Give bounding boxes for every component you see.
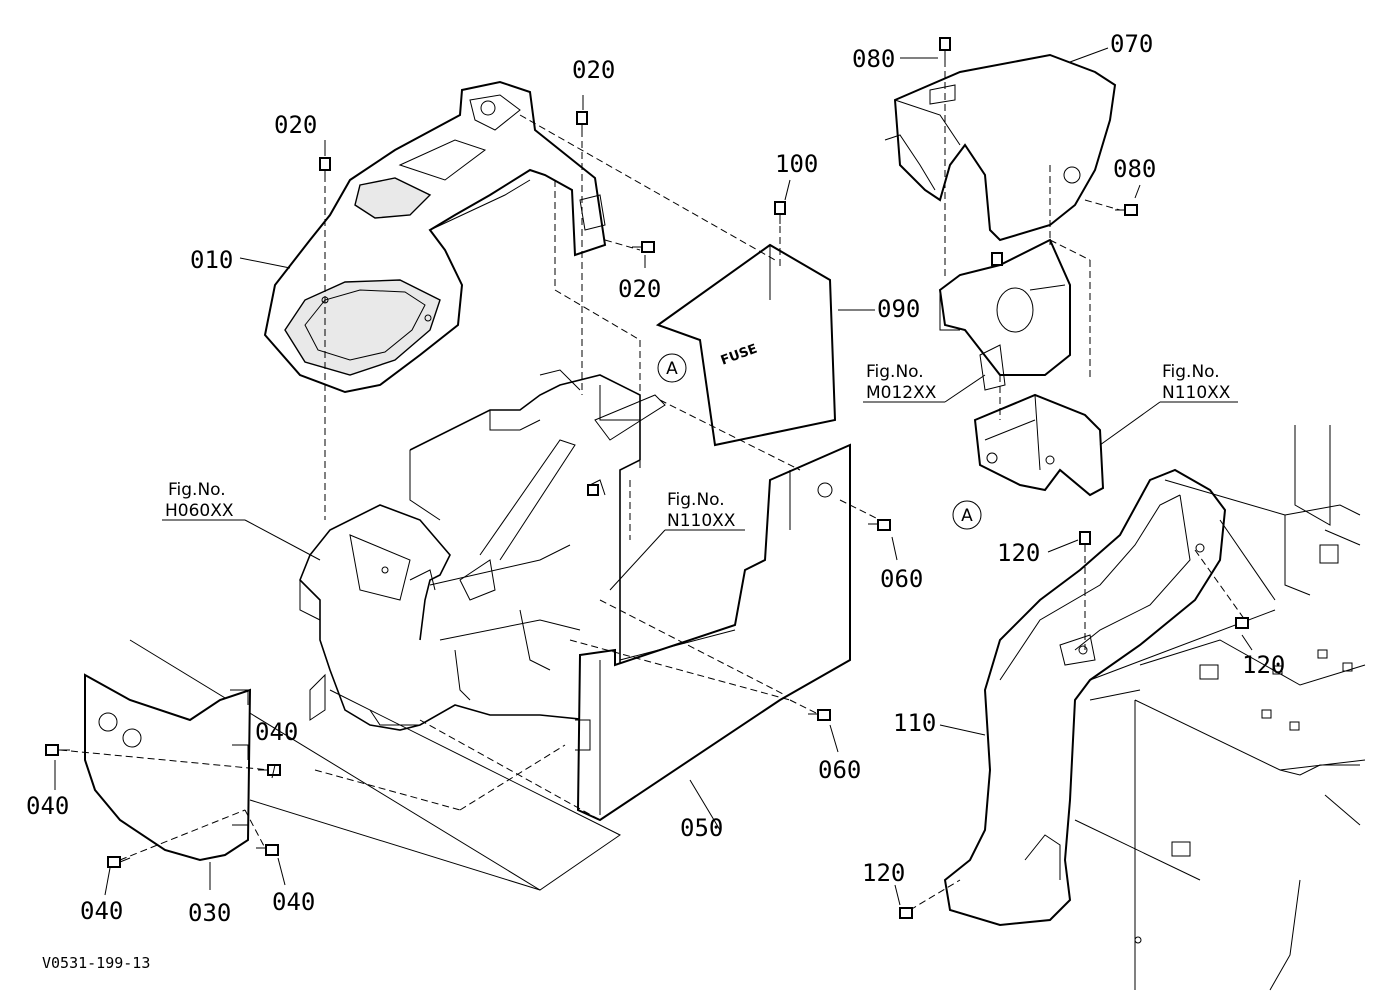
side-panel-050	[575, 443, 851, 822]
label-020: 020	[274, 111, 317, 139]
bolt-icon	[1079, 531, 1091, 545]
svg-text:Fig.No.: Fig.No.	[866, 362, 924, 382]
svg-text:M012XX: M012XX	[866, 383, 937, 403]
label-040: 040	[272, 888, 315, 916]
fig-ref-m012xx: Fig.No. M012XX	[866, 362, 937, 403]
view-marker-a-2: A	[952, 500, 982, 530]
assembly-lines-right-bottom	[909, 479, 1286, 911]
bolt-icon	[258, 764, 281, 776]
fig-ref-n110xx-left: Fig.No. N110XX	[667, 490, 736, 531]
label-010: 010	[190, 246, 233, 274]
label-080: 080	[1113, 155, 1156, 183]
bolt-icon	[576, 111, 588, 134]
bolt-icon	[808, 709, 831, 721]
console-block	[1134, 425, 1366, 991]
bolt-icon	[45, 744, 70, 756]
key-switch-bracket	[938, 238, 1071, 391]
svg-text:Fig.No.: Fig.No.	[667, 490, 725, 510]
leader-lines	[54, 47, 1253, 906]
label-040: 040	[80, 897, 123, 925]
drawing-code: V0531-199-13	[42, 954, 150, 972]
label-050: 050	[680, 814, 723, 842]
bolt-icon	[319, 157, 331, 182]
bolt-icon	[939, 37, 951, 60]
svg-text:A: A	[666, 359, 678, 379]
label-120: 120	[862, 859, 905, 887]
lower-cover-030	[84, 673, 252, 862]
fuse-cover-090: FUSE	[655, 243, 837, 447]
part-labels: 010 020 020 020 030 040 040 040 040 050 …	[26, 30, 1285, 927]
label-100: 100	[775, 150, 818, 178]
main-frame	[299, 369, 666, 731]
fig-ref-n110xx-right: Fig.No. N110XX	[1162, 362, 1231, 403]
label-090: 090	[877, 295, 920, 323]
label-040: 040	[26, 792, 69, 820]
fig-ref-h060xx: Fig.No. H060XX	[165, 480, 234, 521]
label-080: 080	[852, 45, 895, 73]
bolt-icon	[899, 907, 913, 919]
column-cover-070	[884, 53, 1117, 242]
svg-text:Fig.No.: Fig.No.	[1162, 362, 1220, 382]
floor-outline	[129, 639, 621, 891]
bolt-icon	[991, 252, 1003, 266]
bolt-icon	[107, 856, 131, 868]
bolts-right-top	[939, 37, 1138, 266]
label-120: 120	[1242, 651, 1285, 679]
label-030: 030	[188, 899, 231, 927]
bolt-icon	[587, 484, 599, 496]
svg-text:N110XX: N110XX	[1162, 383, 1231, 403]
view-marker-a-1: A	[657, 353, 687, 383]
label-060: 060	[880, 565, 923, 593]
svg-text:H060XX: H060XX	[165, 501, 234, 521]
bolt-icon	[1235, 617, 1249, 629]
svg-text:N110XX: N110XX	[667, 511, 736, 531]
bolts-right-bottom	[899, 531, 1249, 919]
bolt-icon	[632, 241, 655, 253]
label-120: 120	[997, 539, 1040, 567]
switch-box	[973, 393, 1105, 497]
label-040: 040	[255, 718, 298, 746]
bolt-icon	[774, 201, 786, 224]
bolts-left	[45, 111, 891, 868]
label-020: 020	[572, 56, 615, 84]
label-110: 110	[893, 709, 936, 737]
assembly-lines-left	[59, 114, 881, 861]
bolt-icon	[1115, 204, 1138, 216]
assembly-lines-right-top	[944, 60, 1121, 420]
svg-text:Fig.No.: Fig.No.	[168, 480, 226, 500]
bolt-icon	[256, 844, 279, 856]
label-070: 070	[1110, 30, 1153, 58]
upper-console-cover-010	[263, 80, 607, 394]
label-060: 060	[818, 756, 861, 784]
bolt-icon	[868, 519, 891, 531]
svg-text:A: A	[961, 506, 973, 526]
label-020: 020	[618, 275, 661, 303]
